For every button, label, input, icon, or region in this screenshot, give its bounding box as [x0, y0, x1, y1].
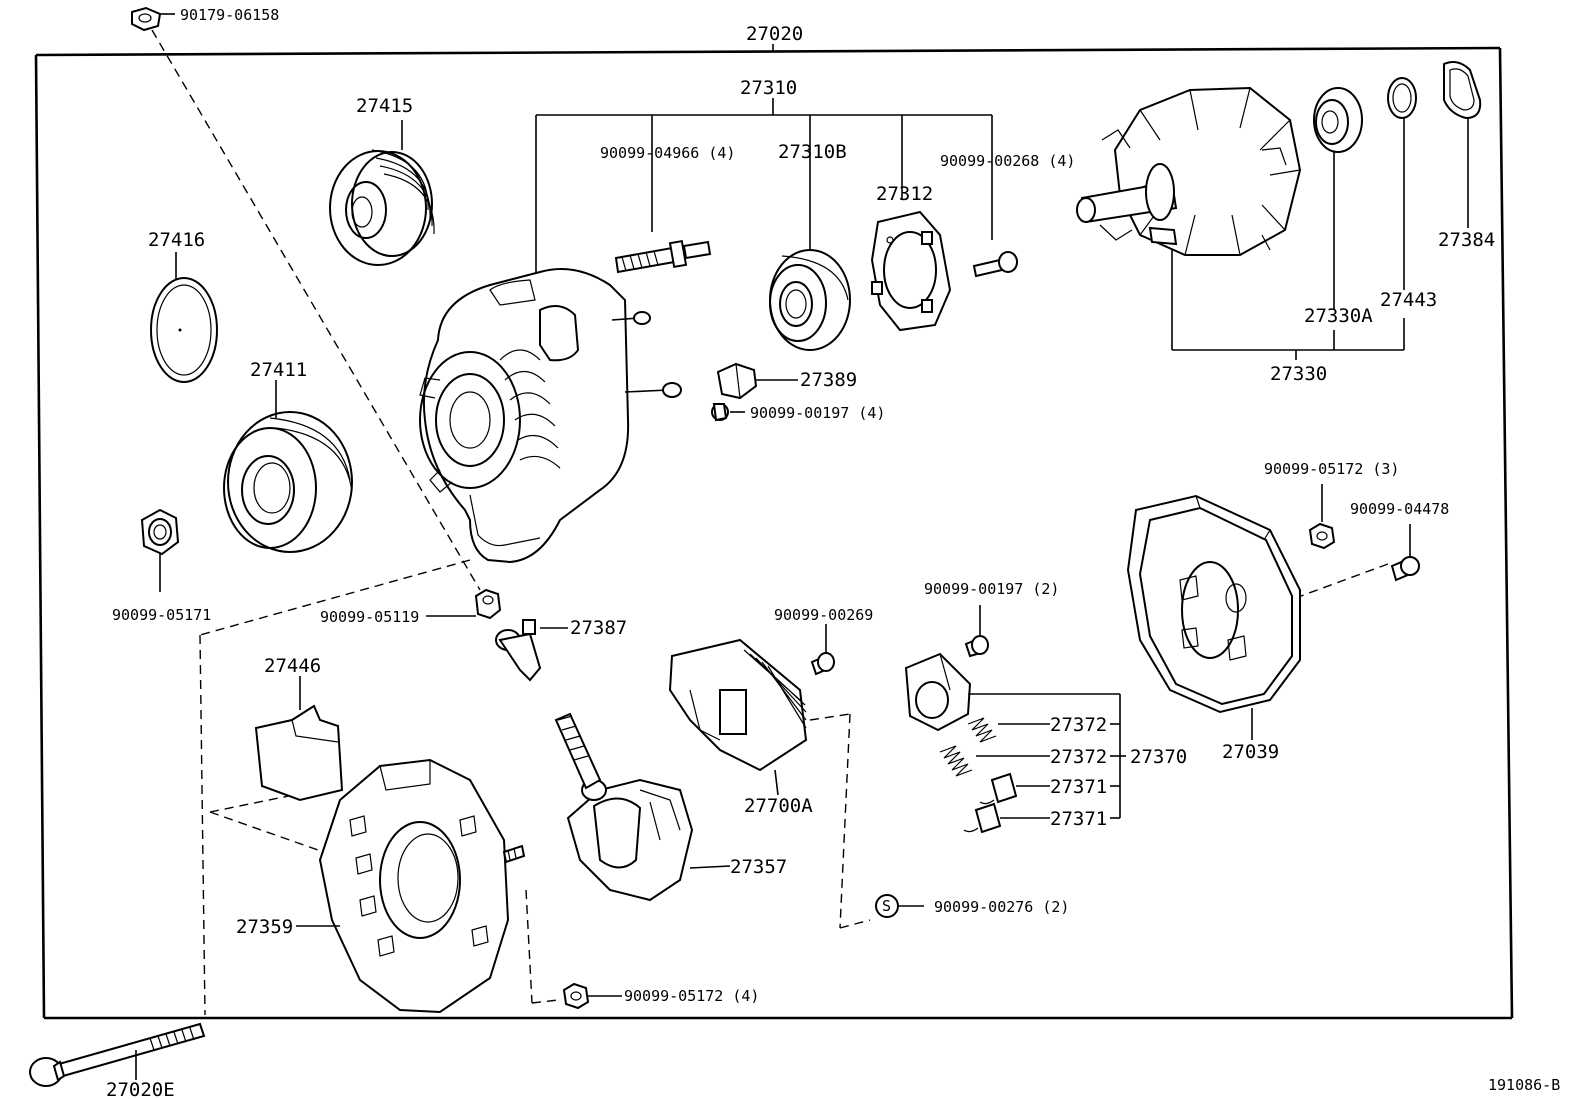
nut-90179-06158 [131, 6, 481, 591]
through-bolt-27020E [29, 1022, 206, 1087]
label-27357: 27357 [730, 856, 787, 878]
insulator-27389 [716, 362, 798, 400]
bolt-90099-04478 [1390, 524, 1420, 582]
label-27416: 27416 [148, 229, 205, 251]
bearing-27310B [769, 249, 851, 351]
label-27411: 27411 [250, 359, 307, 381]
spring-27372-upper [967, 717, 1120, 743]
screw-90099-00269 [810, 624, 835, 676]
insulator-27446 [254, 676, 344, 802]
bracket-27310 [535, 98, 993, 275]
label-90099-04966: 90099-04966 (4) [600, 144, 735, 162]
label-27359: 27359 [236, 916, 293, 938]
label-27384: 27384 [1438, 229, 1495, 251]
label-90099-04478: 90099-04478 [1350, 500, 1449, 518]
ring-27443 [1387, 77, 1417, 290]
drive-end-frame-27310 [419, 268, 682, 564]
nut-90099-05119 [426, 588, 502, 620]
retainer-27312 [870, 210, 952, 332]
label-27700A: 27700A [744, 795, 813, 817]
label-27372-upper: 27372 [1050, 714, 1107, 736]
terminal-27387 [495, 619, 568, 682]
label-27330A: 27330A [1304, 305, 1373, 327]
label-90099-05172-4: 90099-05172 (4) [624, 987, 759, 1005]
washer-27416 [150, 252, 218, 383]
cover-27384 [1443, 61, 1482, 228]
label-90099-05172-3: 90099-05172 (3) [1264, 460, 1399, 478]
screw-90099-00268 [972, 251, 1018, 278]
label-90099-00269: 90099-00269 [774, 606, 873, 624]
brush-27371-lower [963, 802, 1120, 834]
pulley-27415 [329, 120, 435, 266]
label-90099-00268: 90099-00268 (4) [940, 152, 1075, 170]
bracket-27330 [1172, 318, 1405, 360]
label-90179-06158: 90179-06158 [180, 6, 279, 24]
label-27039: 27039 [1222, 741, 1279, 763]
bearing-27330A [1313, 87, 1363, 310]
pulley-27411 [223, 380, 353, 553]
label-27371-lower: 27371 [1050, 808, 1107, 830]
label-27312: 27312 [876, 183, 933, 205]
label-27372-lower: 27372 [1050, 746, 1107, 768]
nut-90099-05171 [140, 508, 180, 592]
label-90099-05119: 90099-05119 [320, 608, 419, 626]
label-27310: 27310 [740, 77, 797, 99]
s-mark [875, 894, 924, 918]
label-90099-00197-2: 90099-00197 (2) [924, 580, 1059, 598]
label-27446: 27446 [264, 655, 321, 677]
spring-27372-lower [939, 745, 1050, 777]
bolt-90099-00197-2 [964, 605, 989, 658]
label-27371-upper: 27371 [1050, 776, 1107, 798]
label-90099-00276: 90099-00276 (2) [934, 898, 1069, 916]
label-reference-code: 191086-B [1488, 1076, 1560, 1094]
label-s-mark: S [882, 897, 891, 915]
label-90099-05171: 90099-05171 [112, 606, 211, 624]
rotor-27330 [1076, 86, 1302, 350]
nut-90099-05172-3 [1308, 484, 1336, 550]
regulator-27700A [668, 638, 808, 796]
brush-27371-upper [979, 772, 1120, 805]
label-27020: 27020 [746, 23, 803, 45]
label-27415: 27415 [356, 95, 413, 117]
assembly-frame [34, 44, 1514, 1020]
label-27310B: 27310B [778, 141, 847, 163]
part-labels: 90179-06158 27020 27310 27415 90099-0496… [106, 6, 1560, 1099]
nut-90099-05172-4 [562, 982, 622, 1010]
label-27443: 27443 [1380, 289, 1437, 311]
brush-assy-27370 [904, 652, 1126, 818]
label-27020E: 27020E [106, 1079, 175, 1099]
label-27370: 27370 [1130, 746, 1187, 768]
assembly-guides [199, 559, 1389, 1016]
stud-90099-04966 [614, 239, 712, 274]
bolt-90099-00197-4 [711, 403, 745, 422]
rear-cover-27039 [1126, 494, 1301, 740]
label-90099-00197-4: 90099-00197 (4) [750, 404, 885, 422]
label-27330: 27330 [1270, 363, 1327, 385]
label-27389: 27389 [800, 369, 857, 391]
brush-holder-27357 [554, 712, 731, 902]
rectifier-frame-27359 [296, 758, 526, 1014]
label-27387: 27387 [570, 617, 627, 639]
